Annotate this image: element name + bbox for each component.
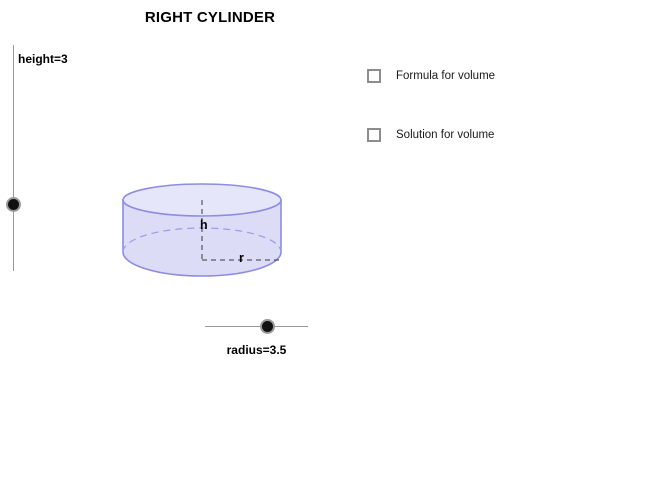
checkbox-formula-for-volume[interactable]: Formula for volume — [367, 69, 495, 83]
radius-slider-label: radius=3.5 — [226, 343, 287, 357]
radius-slider-knob[interactable] — [260, 319, 275, 334]
page-title: RIGHT CYLINDER — [144, 9, 276, 26]
checkbox-solution-for-volume[interactable]: Solution for volume — [367, 128, 494, 142]
checkbox-icon[interactable] — [367, 128, 381, 142]
cylinder-figure — [108, 168, 308, 298]
radius-dimension-label: r — [239, 251, 244, 265]
checkbox-label: Formula for volume — [396, 70, 496, 82]
height-dimension-label: h — [200, 218, 208, 232]
checkbox-icon[interactable] — [367, 69, 381, 83]
radius-slider-track[interactable] — [205, 326, 308, 327]
checkbox-label: Solution for volume — [396, 129, 495, 141]
height-slider-knob[interactable] — [6, 197, 21, 212]
height-slider-label: height=3 — [18, 52, 68, 66]
height-slider-track[interactable] — [13, 45, 14, 271]
cylinder-svg — [122, 183, 282, 277]
